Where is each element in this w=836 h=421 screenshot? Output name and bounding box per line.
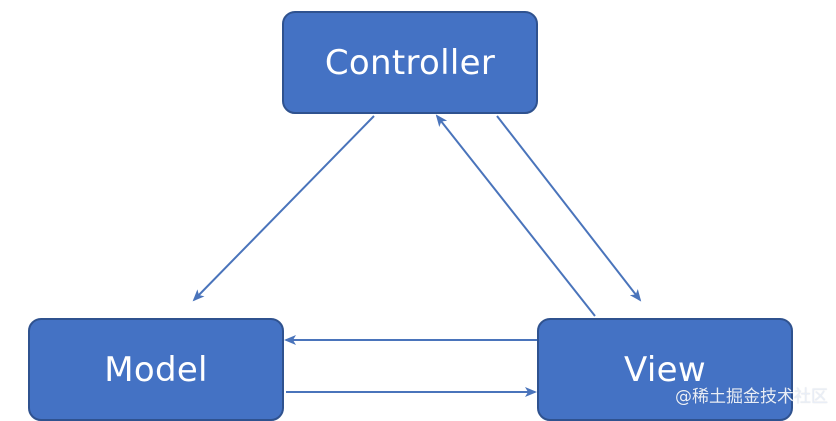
- arrow-view-to-controller: [435, 114, 596, 317]
- arrow-controller-to-view: [496, 115, 642, 302]
- view-label: View: [624, 349, 706, 390]
- controller-label: Controller: [324, 42, 496, 83]
- model-label: Model: [104, 349, 208, 390]
- watermark: @稀土掘金技术社区: [675, 387, 828, 407]
- view-node: View: [537, 318, 793, 421]
- model-node: Model: [28, 318, 284, 421]
- arrow-controller-to-model: [192, 115, 375, 302]
- controller-node: Controller: [282, 11, 538, 114]
